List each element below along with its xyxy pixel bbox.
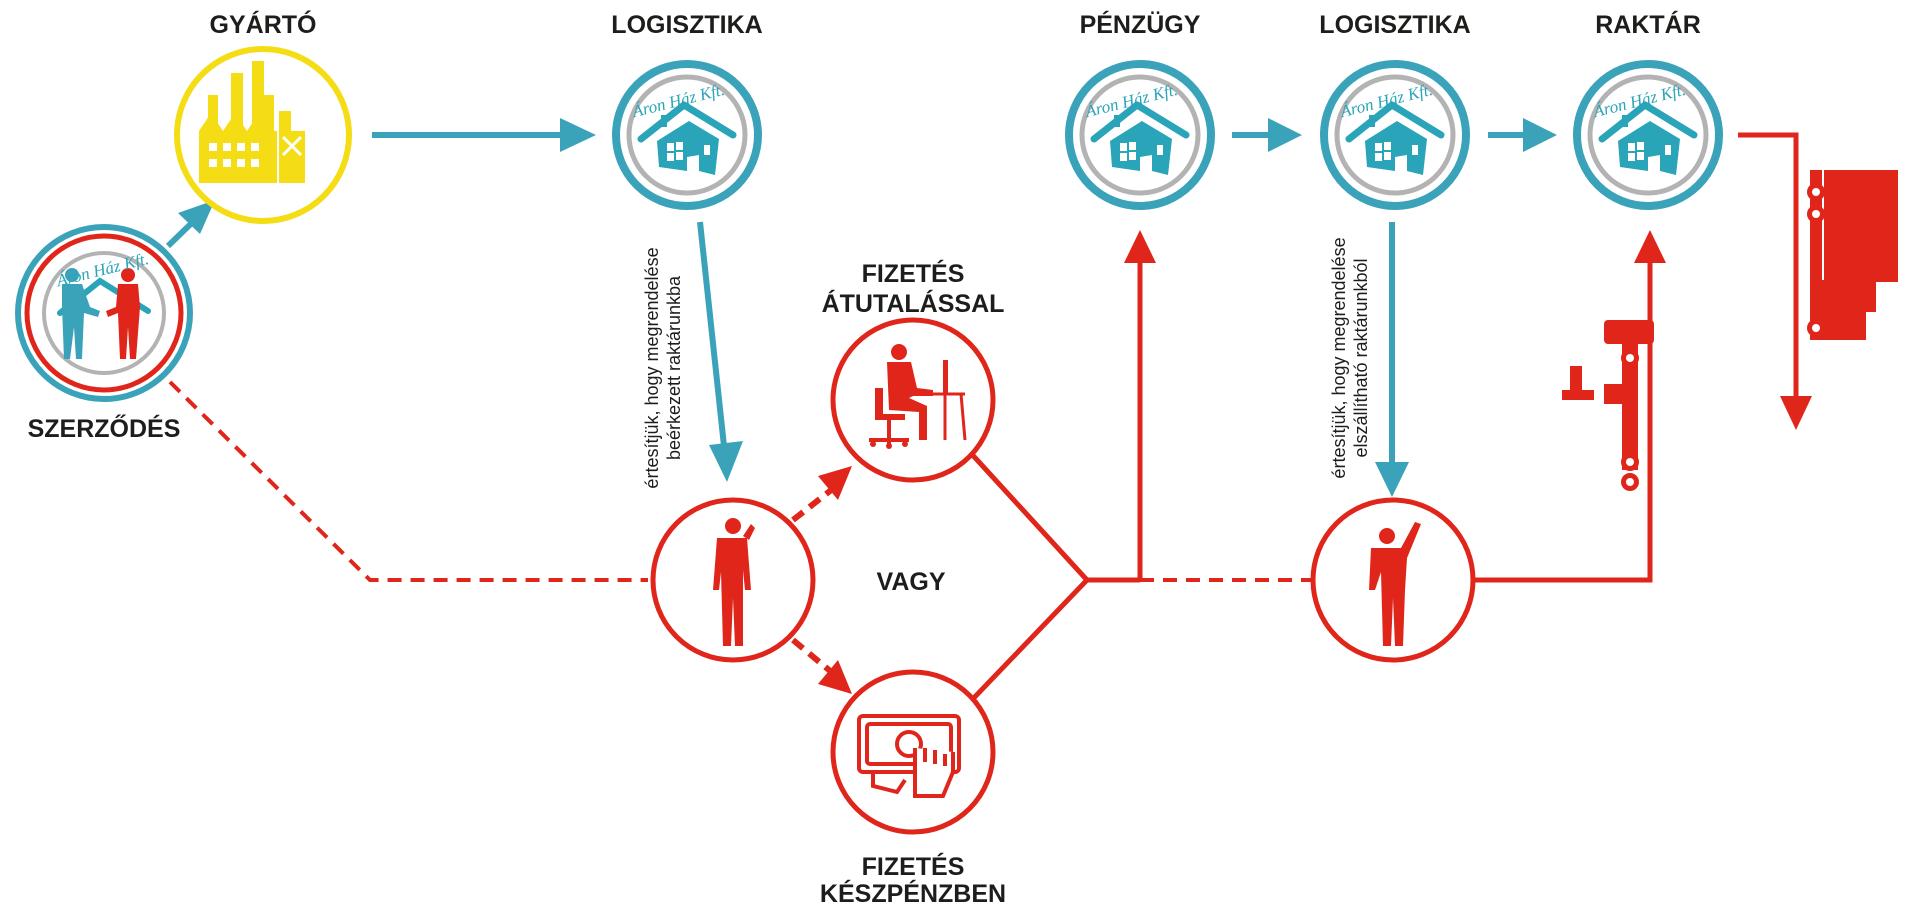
contract-node: [15, 224, 193, 402]
house-logo-icon: [616, 64, 758, 206]
note-dispatch-line1: értesítjük, hogy megrendelése: [1329, 237, 1349, 478]
arrow-customer-to-transfer: [791, 484, 837, 523]
house-logo-icon: [1577, 64, 1719, 206]
arrowhead: [818, 466, 852, 500]
arrowhead: [1523, 118, 1557, 152]
label-logistics-1: LOGISZTIKA: [611, 11, 762, 39]
label-transfer-line1: FIZETÉS: [862, 259, 965, 288]
label-or: VAGY: [877, 568, 946, 596]
house-logo-icon: [1069, 64, 1211, 206]
house-logo-icon: [1324, 64, 1466, 206]
warehouse-node: Áron Ház Kft.: [1577, 64, 1719, 206]
line-transfer-to-junction: [966, 448, 1089, 582]
arrowhead: [818, 660, 852, 694]
label-transfer-line2: ÁTUTALÁSSAL: [822, 289, 1005, 318]
label-finance: PÉNZÜGY: [1080, 10, 1201, 39]
arrowhead: [1375, 462, 1409, 497]
arrowhead: [178, 200, 215, 234]
arrowhead: [1268, 118, 1302, 152]
label-warehouse: RAKTÁR: [1595, 10, 1701, 39]
label-contract: SZERZŐDÉS: [28, 414, 181, 443]
label-cash-line2: KÉSZPÉNZBEN: [820, 879, 1006, 907]
dashed-line-contract-to-customer: [168, 380, 648, 582]
note-dispatch-line2: elszállítható raktárunkból: [1351, 258, 1371, 457]
customer-node: [650, 497, 816, 663]
truck-icon: [1562, 320, 1654, 491]
factory-icon: [199, 61, 305, 183]
arrowhead: [1634, 230, 1666, 263]
label-cash-line1: FIZETÉS: [862, 852, 965, 881]
label-logistics-2: LOGISZTIKA: [1319, 11, 1470, 39]
pickup-node: [1310, 497, 1476, 663]
note-arrival-line1: értesítjük, hogy megrendelése: [642, 247, 662, 488]
logistics-node-2: Áron Ház Kft.: [1324, 64, 1466, 206]
person-wave-icon: [1369, 522, 1421, 646]
person-phone-icon: [713, 518, 755, 646]
hand-banknote-icon: [857, 714, 961, 798]
logistics-node-1: Áron Ház Kft.: [616, 64, 758, 206]
arrow-customer-to-cash: [791, 637, 837, 678]
note-dispatch: értesítjük, hogy megrendelése elszállíth…: [1329, 237, 1371, 478]
note-arrival: értesítjük, hogy megrendelése beérkezett…: [642, 247, 684, 488]
note-arrival-line2: beérkezett raktárunkba: [664, 275, 684, 460]
finance-node: Áron Ház Kft.: [1069, 64, 1211, 206]
manufacturer-node: [174, 46, 352, 224]
arrowhead: [560, 118, 596, 152]
arrowhead: [709, 441, 743, 482]
arrow-pickup-to-warehouse: [1474, 262, 1653, 583]
arrowhead: [1124, 230, 1156, 263]
label-manufacturer: GYÁRTÓ: [210, 9, 317, 39]
handshake-icon: [62, 268, 140, 359]
person-computer-icon: [869, 344, 967, 449]
line-cash-to-junction: [966, 578, 1089, 706]
cash-node: [830, 669, 996, 835]
arrowhead: [1780, 396, 1812, 430]
transfer-node: [830, 317, 996, 483]
arrow-warehouse-out: [1738, 132, 1799, 398]
arrow-logistics-to-customer: [697, 221, 727, 447]
truck-icon: [1807, 170, 1898, 340]
